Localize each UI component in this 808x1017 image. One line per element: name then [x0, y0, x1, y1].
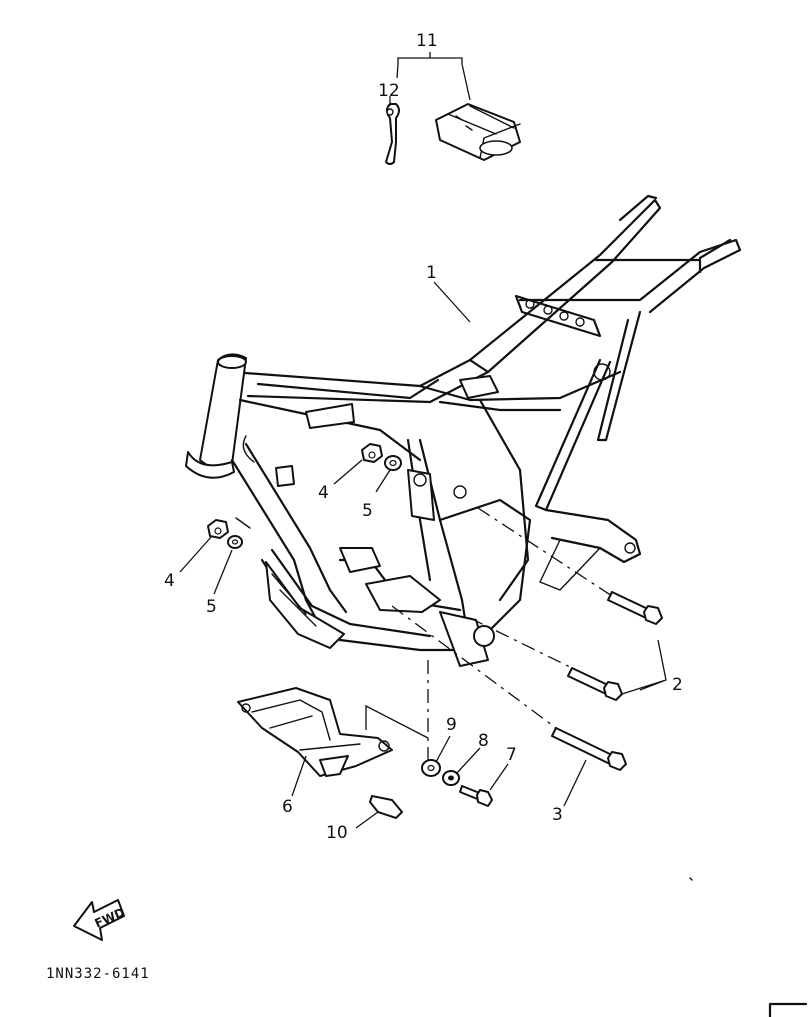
bracket-part	[237, 687, 393, 777]
drawing-code: 1NN332-6141	[46, 966, 150, 982]
plate-part	[369, 795, 403, 819]
washer-part-lower	[227, 535, 243, 549]
main-frame-part	[185, 194, 742, 667]
bolt-part-upper	[607, 591, 663, 625]
callout-4-lower: 4	[164, 571, 175, 591]
callout-1: 1	[426, 263, 437, 283]
bolt-part-middle	[567, 667, 623, 701]
washer-part-9	[421, 759, 441, 777]
callout-11: 11	[416, 31, 438, 51]
callout-6: 6	[282, 797, 293, 817]
assembly-lines	[365, 507, 613, 760]
forward-direction-arrow: FWD	[73, 899, 127, 941]
corner-mark	[768, 1002, 808, 1017]
callout-labels: 1 2 3 4 5 4 5 6 7 8 9 10 11 12	[164, 31, 683, 843]
nut-part-upper	[361, 443, 383, 463]
tool-bag-part	[435, 103, 521, 161]
bolt-part-long	[551, 727, 627, 771]
washer-part-upper	[384, 455, 402, 471]
callout-8: 8	[478, 731, 489, 751]
callout-5-lower: 5	[206, 597, 217, 617]
callout-5-upper: 5	[362, 501, 373, 521]
bolt-part-7	[459, 785, 493, 807]
callout-2: 2	[672, 675, 683, 695]
leader-lines	[179, 96, 667, 829]
callout-12: 12	[378, 81, 400, 101]
callout-4-upper: 4	[318, 483, 329, 503]
callout-3: 3	[552, 805, 563, 825]
callout-9: 9	[446, 715, 457, 735]
callout-10: 10	[326, 823, 348, 843]
washer-part-8	[442, 770, 460, 786]
nut-part-lower	[207, 519, 229, 539]
tool-kit-group	[385, 52, 521, 165]
callout-7: 7	[506, 745, 517, 765]
wrench-part	[385, 103, 400, 165]
